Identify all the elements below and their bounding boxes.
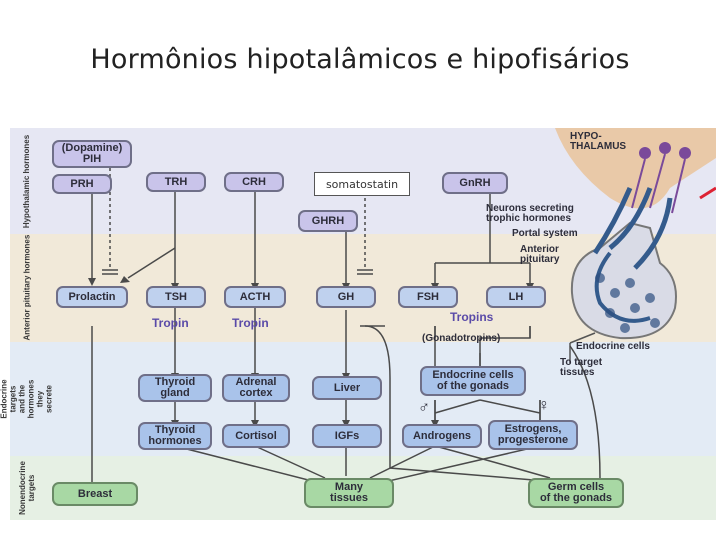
gonad-endocrine-cells-box: Endocrine cells of the gonads (420, 366, 526, 396)
lh-box: LH (486, 286, 546, 308)
ghrh-box: GHRH (298, 210, 358, 232)
tropin-label-acth: Tropin (232, 316, 269, 330)
somatostatin-label: somatostatin (314, 172, 410, 196)
breast-box: Breast (52, 482, 138, 506)
hypothalamus-tissue-shape (555, 128, 716, 209)
many-tissues-box: Many tissues (304, 478, 394, 508)
thyroid-gland-box: Thyroid gland (138, 374, 212, 402)
tsh-box: TSH (146, 286, 206, 308)
gnrh-box: GnRH (442, 172, 508, 194)
hypothalamus-label: HYPO- THALAMUS (570, 131, 627, 152)
portal-vessels (592, 187, 673, 270)
to-target-tissues-label: To target tissues (560, 357, 603, 378)
tropins-label: Tropins (450, 310, 494, 324)
igfs-box: IGFs (312, 424, 382, 448)
dopamine-pih-box: (Dopamine) PIH (52, 140, 132, 168)
connectors (91, 168, 601, 484)
neuron-icon (659, 142, 671, 154)
germ-cells-box: Germ cells of the gonads (528, 478, 624, 508)
cortisol-box: Cortisol (222, 424, 290, 448)
endocrine-cells-label: Endocrine cells (576, 341, 650, 352)
trh-box: TRH (146, 172, 206, 192)
gonadotropins-label: (Gonadotropins) (422, 333, 501, 344)
anatomy-illustration (88, 128, 716, 491)
prh-box: PRH (52, 174, 112, 194)
crh-box: CRH (224, 172, 284, 192)
portal-system-label: Portal system (512, 228, 578, 239)
tropin-label-tsh: Tropin (152, 316, 189, 330)
male-symbol: ♂ (418, 399, 430, 416)
gh-box: GH (316, 286, 376, 308)
prolactin-box: Prolactin (56, 286, 128, 308)
acth-box: ACTH (224, 286, 286, 308)
liver-box: Liver (312, 376, 382, 400)
estrogens-progesterone-box: Estrogens, progesterone (488, 420, 578, 450)
hormone-diagram: Hypothalamic hormones Anterior pituitary… (0, 128, 716, 520)
female-symbol: ♀ (538, 397, 550, 414)
neuron-icon (679, 147, 691, 159)
endocrine-cells-dots (595, 273, 660, 333)
slide-title: Hormônios hipotalâmicos e hipofisários (90, 44, 630, 75)
anterior-pituitary-label: Anterior pituitary (520, 244, 560, 265)
androgens-box: Androgens (402, 424, 482, 448)
fsh-box: FSH (398, 286, 458, 308)
adrenal-cortex-box: Adrenal cortex (222, 374, 290, 402)
thyroid-hormones-box: Thyroid hormones (138, 422, 212, 450)
neurons-label: Neurons secreting trophic hormones (486, 203, 574, 224)
neuron-icon (639, 147, 651, 159)
